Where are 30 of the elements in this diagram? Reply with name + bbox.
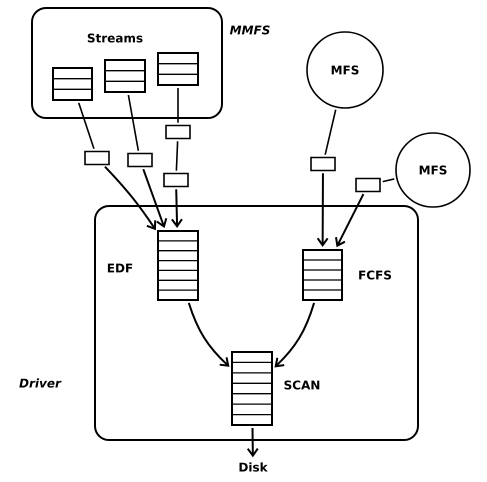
- packet: [355, 178, 381, 192]
- packet: [310, 156, 336, 172]
- arrow: [274, 302, 316, 368]
- queue-label: FCFS: [359, 270, 392, 280]
- packet: [127, 152, 153, 168]
- packet: [163, 172, 189, 188]
- arrow: [104, 166, 156, 230]
- connector-line: [78, 102, 95, 150]
- arrow: [316, 173, 328, 247]
- arrow: [335, 194, 364, 248]
- connector-line: [128, 94, 140, 151]
- packet: [165, 124, 191, 140]
- disk-label: Disk: [240, 462, 268, 472]
- packet: [84, 150, 110, 166]
- connector-line: [176, 141, 178, 171]
- queue-label: SCAN: [284, 380, 320, 390]
- arrow: [246, 428, 259, 458]
- connector-line: [324, 110, 336, 155]
- queue-label: EDF: [108, 264, 132, 272]
- arrow: [142, 168, 168, 228]
- group-label: Driver: [19, 378, 62, 388]
- queue: [104, 59, 146, 93]
- connector-line: [177, 88, 179, 123]
- arrow: [171, 189, 183, 228]
- group-label: MMFS: [230, 25, 270, 35]
- connector-line: [382, 178, 394, 182]
- queue: [52, 67, 93, 101]
- arrow: [188, 302, 230, 367]
- box-heading: Streams: [88, 33, 143, 43]
- queue: [157, 52, 199, 86]
